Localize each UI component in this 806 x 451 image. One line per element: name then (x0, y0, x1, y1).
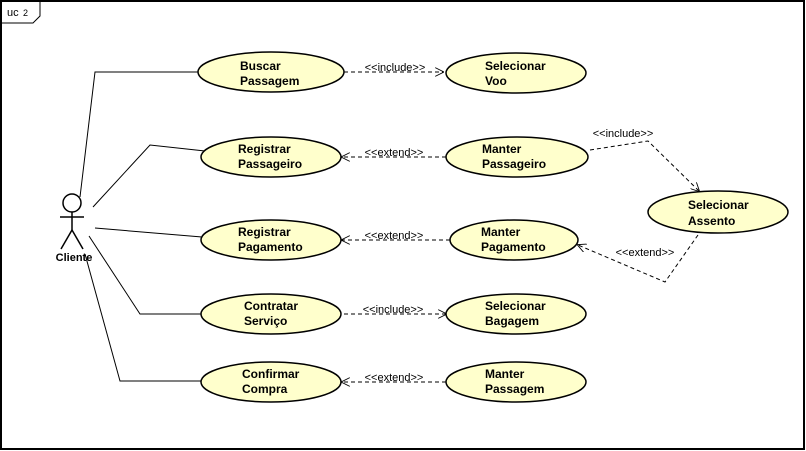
dependency-label: <<include>> (593, 128, 654, 140)
dependency-label: <<include>> (365, 62, 426, 74)
use-case-ellipse (197, 51, 345, 93)
use-case-label: Pagamento (481, 240, 546, 254)
use-case-label: Serviço (244, 314, 287, 328)
use-case-ellipse (445, 293, 587, 335)
use-case-label: Registrar (238, 142, 291, 156)
actor-right-leg (71, 229, 84, 250)
use-case-label: Manter (482, 142, 522, 156)
frame-sublabel: 2 (23, 8, 28, 18)
dependency-label: <<extend>> (365, 372, 424, 384)
use-case-label: Selecionar (688, 198, 749, 212)
use-case-buscar-passagem[interactable]: Buscar Passagem (197, 51, 345, 93)
use-case-manter-passagem[interactable]: Manter Passagem (445, 361, 587, 403)
dependency-line (578, 234, 699, 283)
use-case-label: Passageiro (482, 157, 546, 171)
association-registrar-passageiro (92, 144, 206, 208)
association-contratar (88, 235, 202, 315)
use-case-label: Bagagem (485, 314, 539, 328)
use-case-label: Registrar (238, 225, 291, 239)
use-case-contratar-servico[interactable]: Contratar Serviço (200, 293, 342, 335)
use-case-ellipse (200, 219, 342, 261)
use-case-ellipse (200, 361, 342, 403)
use-case-label: Confirmar (242, 367, 300, 381)
use-case-ellipse (200, 136, 342, 178)
use-case-selecionar-assento[interactable]: Selecionar Assento (647, 190, 789, 234)
use-case-label: Pagamento (238, 240, 303, 254)
association-buscar (79, 71, 199, 198)
actor-left-leg (60, 229, 73, 250)
use-case-manter-passageiro[interactable]: Manter Passageiro (445, 136, 589, 178)
use-case-manter-pagamento[interactable]: Manter Pagamento (449, 219, 579, 261)
dependency-label: <<extend>> (365, 230, 424, 242)
frame-tab (1, 1, 41, 24)
dependency-labels: <<include>> <<extend>> <<extend>> <<incl… (363, 62, 675, 384)
use-case-label: Passagem (240, 74, 299, 88)
associations (79, 71, 206, 382)
use-case-selecionar-bagagem[interactable]: Selecionar Bagagem (445, 293, 587, 335)
use-case-ellipse (445, 52, 587, 94)
use-case-label: Assento (688, 214, 735, 228)
dependency-label: <<extend>> (616, 247, 675, 259)
actor-head (62, 193, 82, 213)
use-case-label: Selecionar (485, 59, 546, 73)
association-registrar-pagamento (94, 227, 203, 238)
use-case-ellipse (445, 361, 587, 403)
use-case-label: Voo (485, 74, 507, 88)
use-case-label: Contratar (244, 299, 298, 313)
actor-label: Cliente (56, 252, 93, 264)
dependencies (342, 72, 699, 382)
dependency-line (589, 140, 699, 191)
use-case-ellipse (647, 190, 789, 234)
use-case-ellipse (445, 136, 589, 178)
use-case-registrar-pagamento[interactable]: Registrar Pagamento (200, 219, 342, 261)
use-case-ellipse (200, 293, 342, 335)
frame-label: uc (7, 7, 19, 19)
dependency-label: <<extend>> (365, 147, 424, 159)
association-confirmar (84, 253, 202, 382)
use-case-label: Passagem (485, 382, 544, 396)
use-case-label: Manter (481, 225, 521, 239)
use-case-label: Passageiro (238, 157, 302, 171)
use-case-label: Selecionar (485, 299, 546, 313)
use-case-registrar-passageiro[interactable]: Registrar Passageiro (200, 136, 342, 178)
dependency-label: <<include>> (363, 304, 424, 316)
use-case-confirmar-compra[interactable]: Confirmar Compra (200, 361, 342, 403)
use-case-label: Buscar (240, 59, 281, 73)
use-case-label: Compra (242, 382, 288, 396)
actor-cliente[interactable]: Cliente (56, 193, 93, 264)
use-case-label: Manter (485, 367, 525, 381)
use-case-ellipse (449, 219, 579, 261)
use-case-selecionar-voo[interactable]: Selecionar Voo (445, 52, 587, 94)
